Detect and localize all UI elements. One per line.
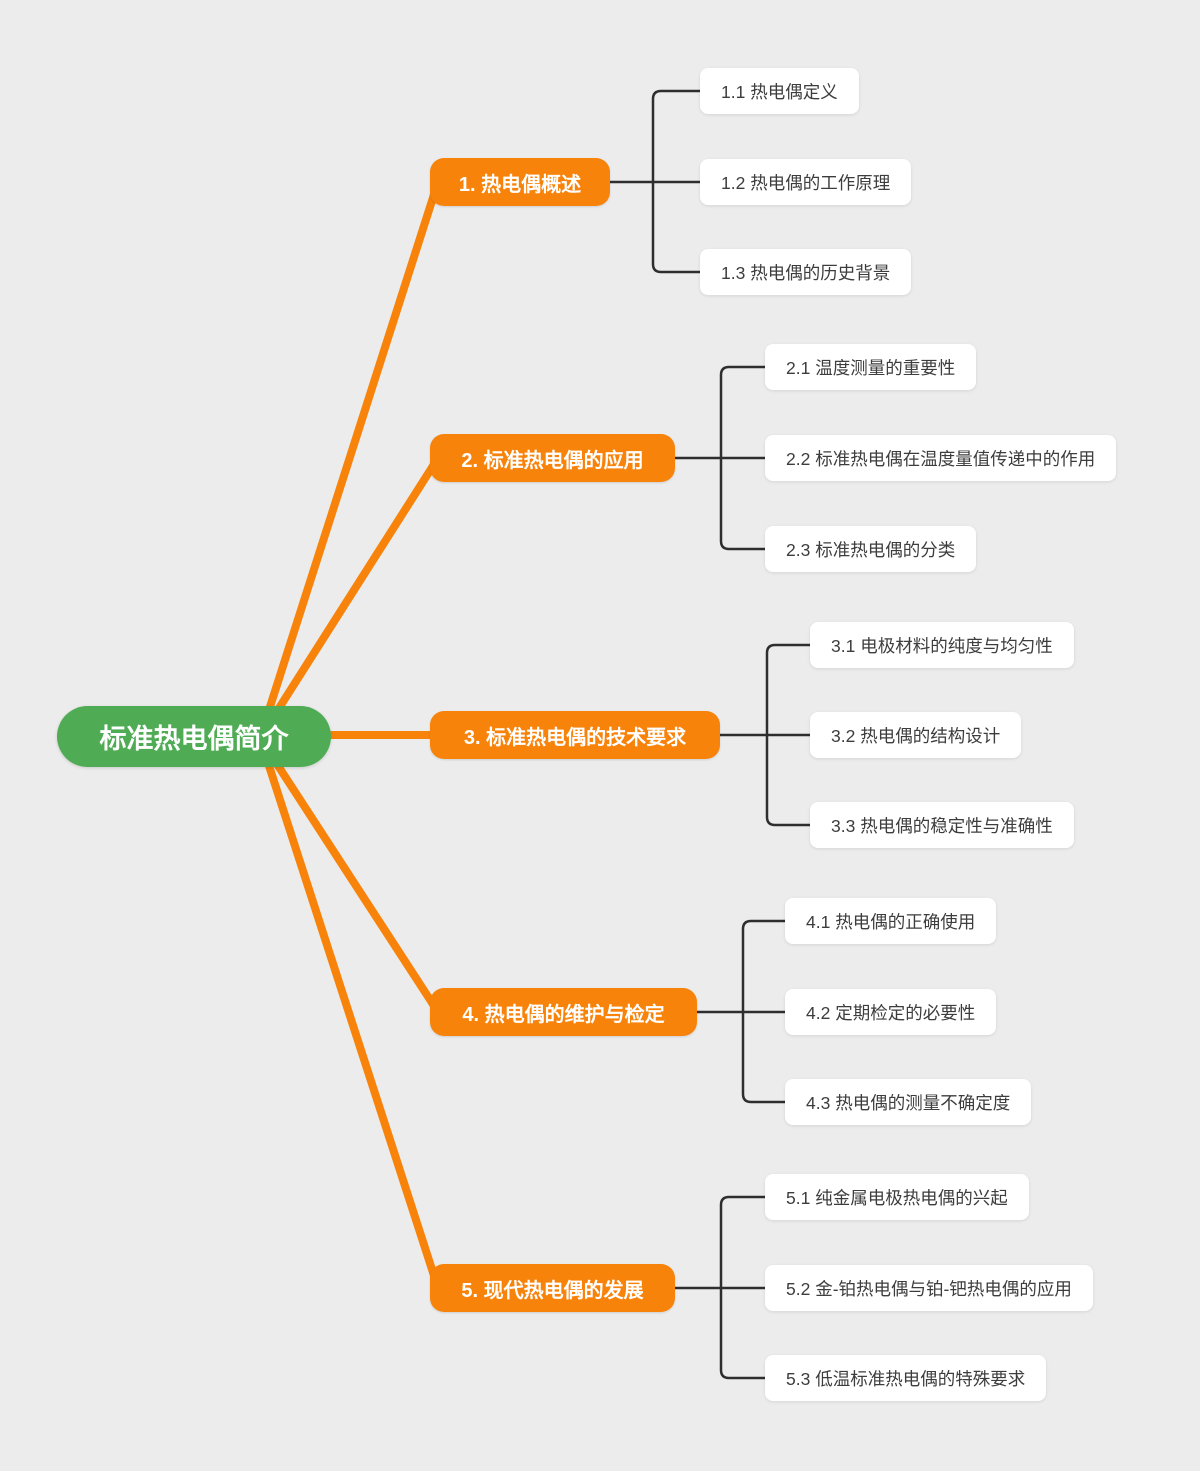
- root-node[interactable]: 标准热电偶简介: [57, 706, 331, 767]
- child-node-1-1[interactable]: 1.1 热电偶定义: [700, 68, 859, 114]
- root-branch2-connector: [256, 455, 442, 741]
- branch-node-5[interactable]: 5. 现代热电偶的发展: [430, 1264, 675, 1312]
- child-node-4-1[interactable]: 4.1 热电偶的正确使用: [785, 898, 997, 944]
- child-node-1-2[interactable]: 1.2 热电偶的工作原理: [700, 159, 912, 205]
- child-node-4-3[interactable]: 4.3 热电偶的测量不确定度: [785, 1079, 1032, 1125]
- child-node-5-2[interactable]: 5.2 金-铂热电偶与铂-钯热电偶的应用: [765, 1265, 1093, 1311]
- branch-node-3[interactable]: 3. 标准热电偶的技术要求: [430, 711, 720, 759]
- root-branch4-connector: [256, 735, 442, 1015]
- root-branch1-connector: [256, 180, 442, 740]
- child-node-5-1[interactable]: 5.1 纯金属电极热电偶的兴起: [765, 1174, 1029, 1220]
- child-node-3-2[interactable]: 3.2 热电偶的结构设计: [810, 712, 1022, 758]
- child-node-2-1[interactable]: 2.1 温度测量的重要性: [765, 344, 977, 390]
- child-node-5-3[interactable]: 5.3 低温标准热电偶的特殊要求: [765, 1355, 1047, 1401]
- child-node-2-3[interactable]: 2.3 标准热电偶的分类: [765, 526, 977, 572]
- child-node-3-1[interactable]: 3.1 电极材料的纯度与均匀性: [810, 622, 1074, 668]
- branch-node-4[interactable]: 4. 热电偶的维护与检定: [430, 988, 697, 1036]
- branch-node-1[interactable]: 1. 热电偶概述: [430, 158, 610, 206]
- branch-node-2[interactable]: 2. 标准热电偶的应用: [430, 434, 675, 482]
- root-branch5-connector: [256, 736, 442, 1290]
- child-node-2-2[interactable]: 2.2 标准热电偶在温度量值传递中的作用: [765, 435, 1117, 481]
- child-node-4-2[interactable]: 4.2 定期检定的必要性: [785, 989, 997, 1035]
- child-node-1-3[interactable]: 1.3 热电偶的历史背景: [700, 249, 912, 295]
- child-node-3-3[interactable]: 3.3 热电偶的稳定性与准确性: [810, 802, 1074, 848]
